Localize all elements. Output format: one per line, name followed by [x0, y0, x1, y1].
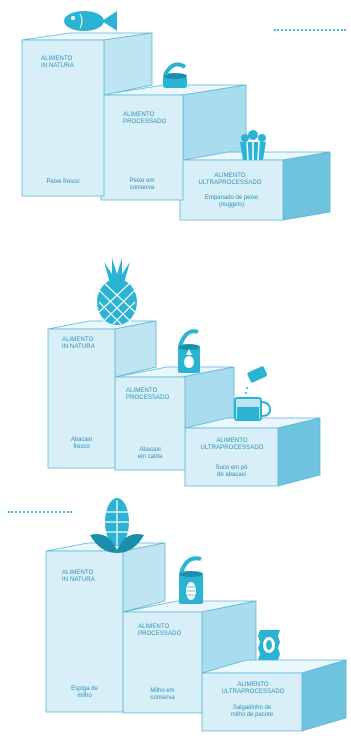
- food-name-corn-cob: Espiga de milho: [46, 686, 123, 700]
- corn-cob-icon: [90, 498, 144, 553]
- tier-2-category-label: ALIMENTO PROCESSADO: [138, 624, 181, 638]
- tier-1-category-label: ALIMENTO IN NATURA: [62, 570, 95, 584]
- food-name-corn-snack: Salgadinho de milho de pacote: [202, 705, 302, 719]
- tier-3-category-label: ALIMENTO ULTRAPROCESSADO: [208, 682, 298, 696]
- podium-tier-1-side: [123, 543, 165, 612]
- podium-tier-3-side: [302, 660, 346, 731]
- snack-bag-icon: [258, 630, 280, 660]
- food-name-canned-corn: Milho em conserva: [123, 688, 202, 702]
- corn-can-icon: [179, 558, 203, 604]
